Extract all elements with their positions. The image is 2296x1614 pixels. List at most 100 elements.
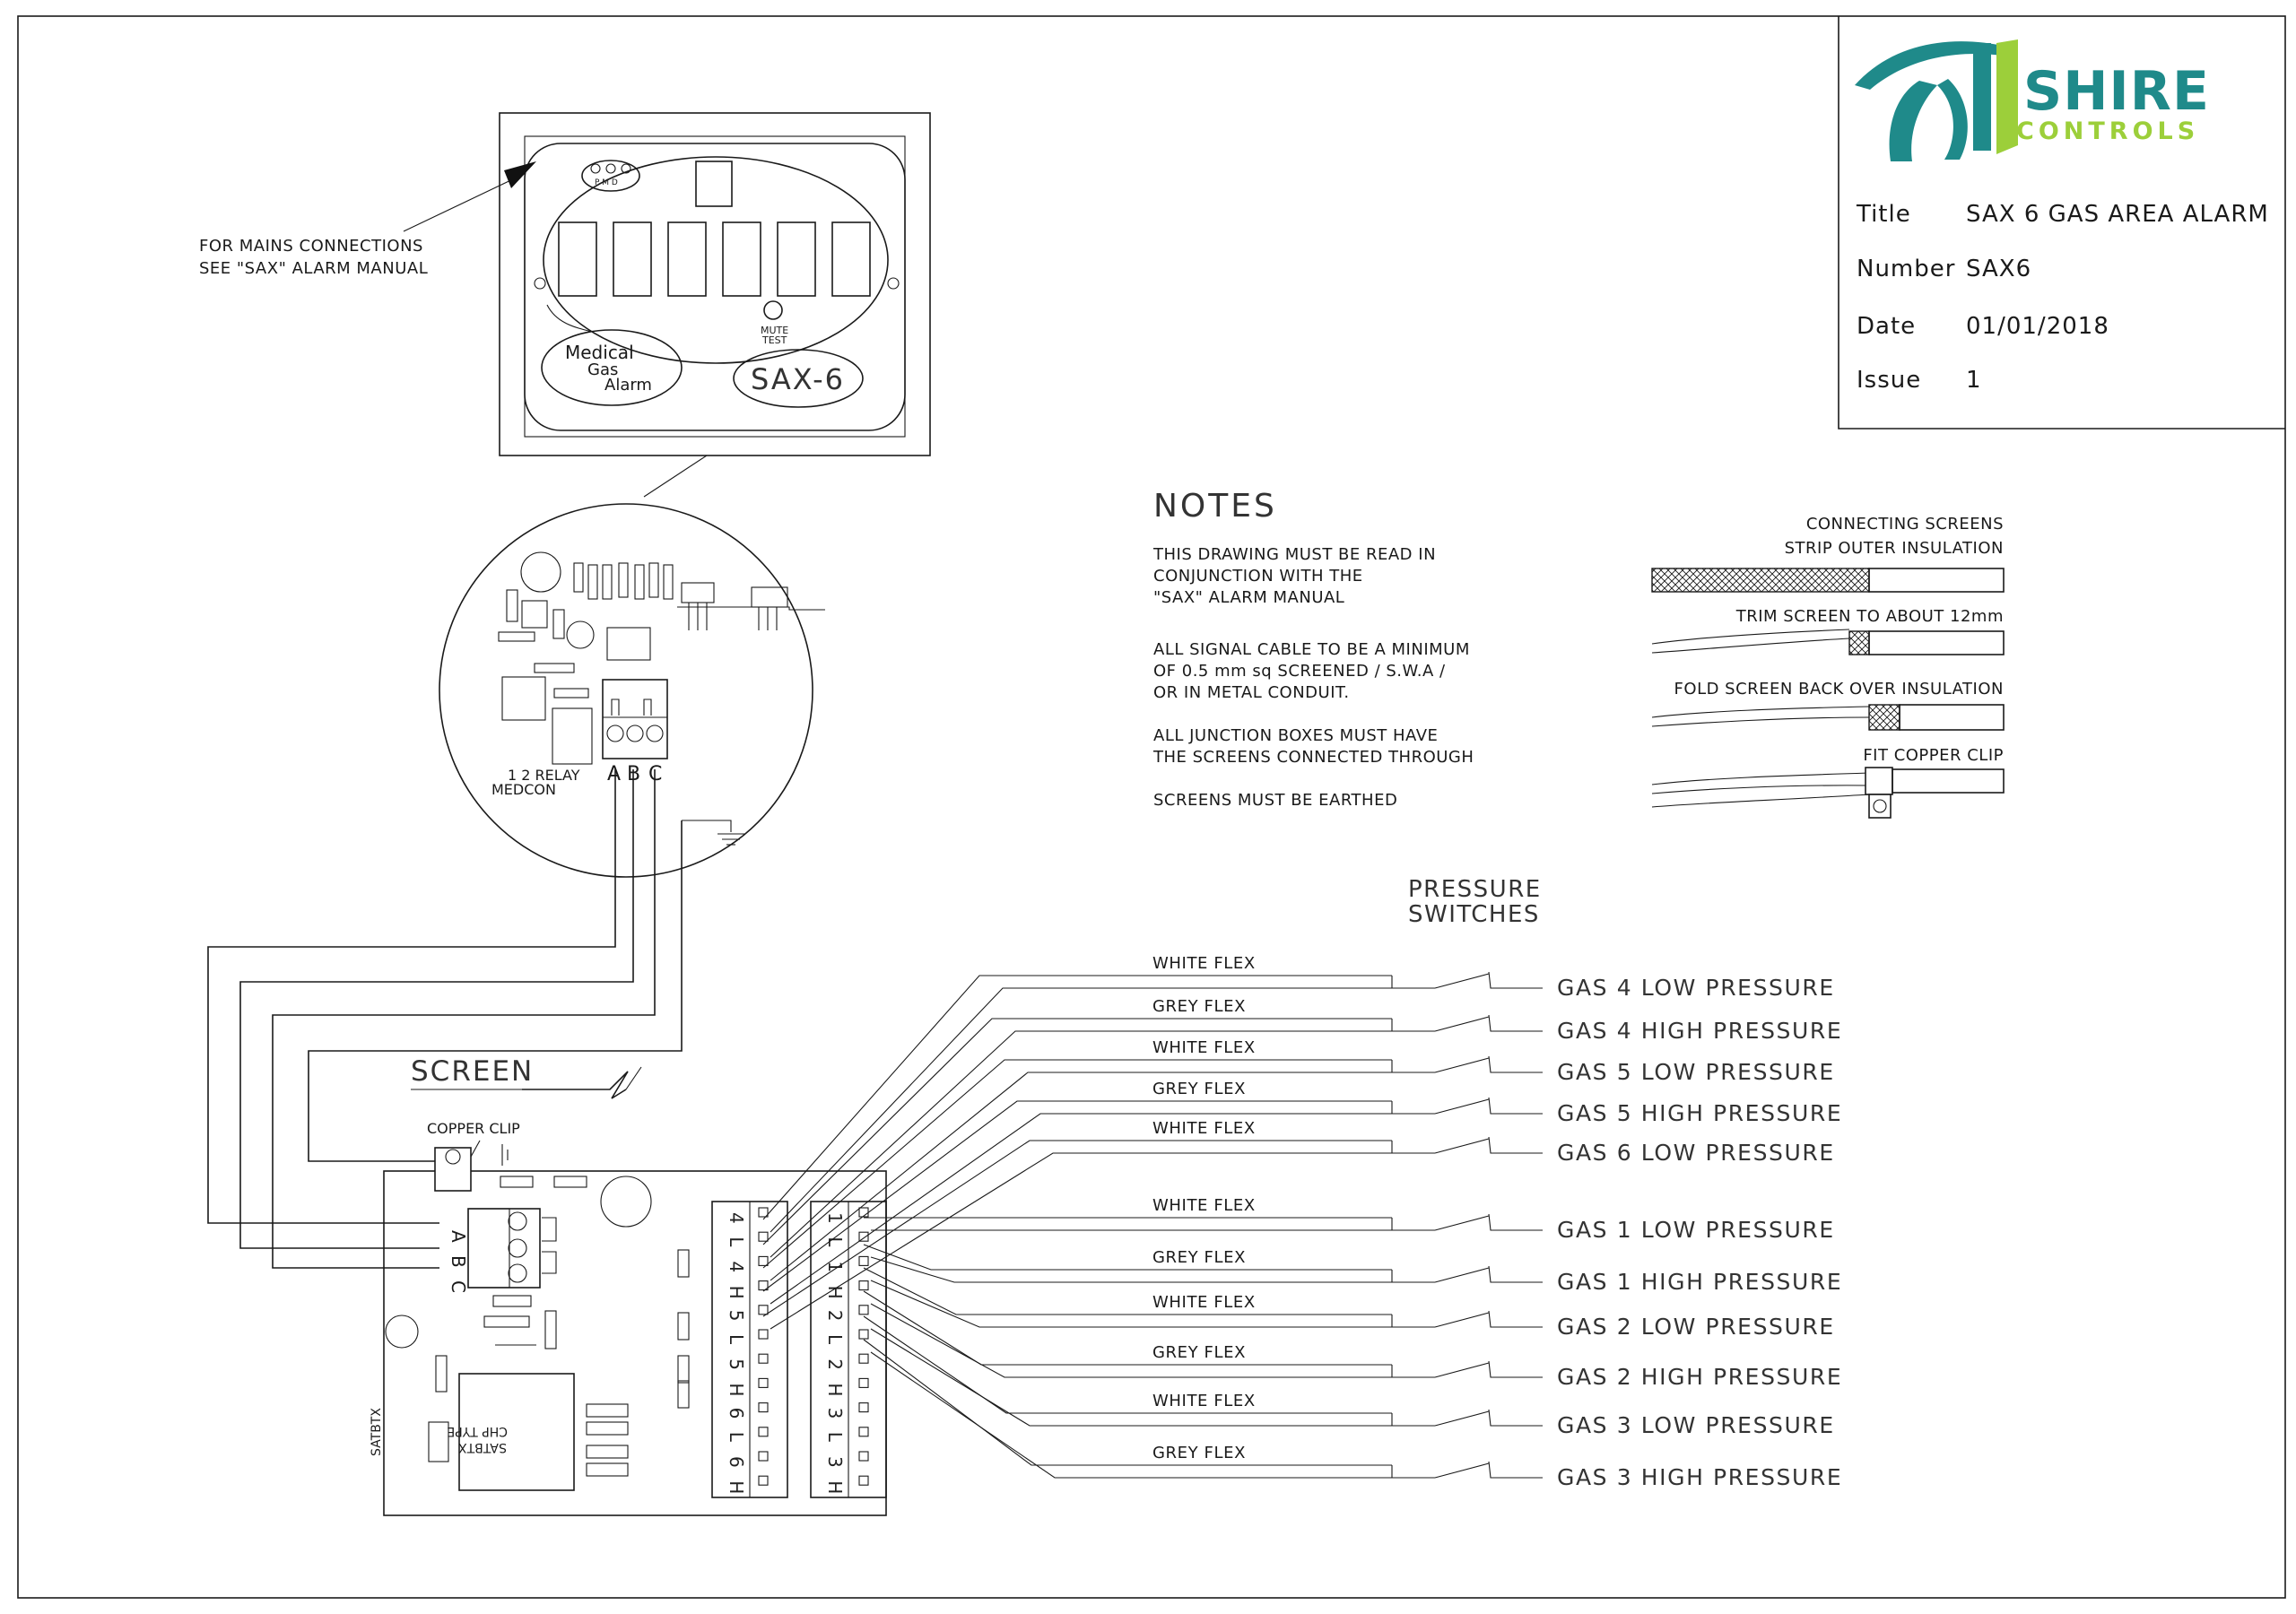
left-terminal-label: 5 — [726, 1310, 747, 1322]
main-board: COPPER CLIP A B C CHP TYPE SATBTX SATBTX — [370, 1120, 887, 1516]
terminal-screw — [858, 1451, 869, 1462]
right-terminal-label: H — [824, 1480, 846, 1494]
step-trim-label: TRIM SCREEN TO ABOUT 12mm — [1735, 607, 2004, 626]
chip-line-2: SATBTX — [458, 1440, 507, 1454]
switch-contact-icon — [1434, 1267, 1490, 1283]
flex-label: WHITE FLEX — [1152, 1293, 1256, 1312]
connection-row: WHITE FLEX GAS 1 LOW PRESSURE — [864, 1196, 1835, 1243]
title-label: Title — [1856, 201, 1911, 228]
terminal-screw — [858, 1353, 869, 1364]
gas-switch-label: GAS 4 HIGH PRESSURE — [1557, 1018, 1842, 1044]
left-terminal-label: L — [726, 1334, 747, 1345]
note-line-1: THIS DRAWING MUST BE READ IN — [1152, 545, 1436, 564]
switch-contact-icon — [1434, 1215, 1490, 1231]
switch-contact-icon — [1434, 1410, 1490, 1427]
right-terminal-label: 1 — [824, 1261, 846, 1272]
right-terminal-label: H — [824, 1286, 846, 1299]
badge-gas: Gas — [587, 360, 618, 379]
right-terminal-label: H — [824, 1383, 846, 1396]
alarm-window-3 — [667, 221, 707, 297]
sax6-model: SAX-6 — [751, 362, 845, 396]
terminal-screw — [758, 1329, 769, 1340]
right-terminal-label: 3 — [824, 1456, 846, 1468]
logo-word-shire: SHIRE — [2023, 60, 2210, 123]
detail-terminal-a: A — [607, 763, 621, 785]
flex-label: WHITE FLEX — [1152, 954, 1256, 973]
flex-label: GREY FLEX — [1152, 1444, 1246, 1462]
right-terminal-label: L — [824, 1334, 846, 1345]
alarm-window-4 — [722, 221, 761, 297]
notes-heading: NOTES — [1153, 488, 1277, 525]
flex-label: GREY FLEX — [1152, 997, 1246, 1016]
terminal-screw — [858, 1231, 869, 1242]
connection-row: GREY FLEX GAS 4 HIGH PRESSURE — [762, 997, 1842, 1258]
terminal-screw — [858, 1377, 869, 1388]
switch-contact-icon — [1434, 1312, 1490, 1328]
display-window — [695, 161, 733, 207]
terminal-screw — [858, 1305, 869, 1315]
switches-heading-1: PRESSURE — [1408, 876, 1542, 903]
terminal-screw — [858, 1402, 869, 1413]
test-label: TEST — [761, 334, 787, 346]
terminal-screw — [758, 1305, 769, 1315]
flex-label: GREY FLEX — [1152, 1343, 1246, 1362]
copper-clip-label: COPPER CLIP — [427, 1120, 520, 1137]
terminal-screw — [758, 1475, 769, 1486]
steps-heading-1: CONNECTING SCREENS — [1806, 515, 2004, 534]
shire-controls-logo: SHIRE CONTROLS — [1855, 39, 2210, 161]
notes-block: NOTES THIS DRAWING MUST BE READ IN CONJU… — [1152, 488, 1474, 810]
board-terminal-c: C — [448, 1280, 469, 1293]
arrow-icon — [504, 161, 536, 188]
left-terminal-label: 6 — [726, 1408, 747, 1419]
right-terminal-label: 3 — [824, 1408, 846, 1419]
date-value: 01/01/2018 — [1966, 313, 2109, 340]
left-terminal-label: 6 — [726, 1456, 747, 1468]
terminal-screw — [758, 1207, 769, 1218]
left-terminal-label: L — [726, 1432, 747, 1443]
switch-contact-icon — [1434, 1462, 1490, 1479]
cable-step-2 — [1868, 630, 2005, 655]
screw-right — [887, 277, 900, 290]
step-fold-label: FOLD SCREEN BACK OVER INSULATION — [1674, 680, 2004, 699]
flex-label: GREY FLEX — [1152, 1080, 1246, 1098]
connection-row: WHITE FLEX GAS 5 LOW PRESSURE — [762, 1038, 1835, 1281]
terminal-screw — [758, 1402, 769, 1413]
left-terminal-label: L — [726, 1237, 747, 1247]
issue-label: Issue — [1857, 367, 1921, 394]
alarm-window-5 — [777, 221, 816, 297]
gas-switch-label: GAS 4 LOW PRESSURE — [1557, 975, 1835, 1001]
cable-step-4 — [1892, 768, 2005, 794]
flex-label: WHITE FLEX — [1152, 1196, 1256, 1215]
number-value: SAX6 — [1966, 256, 2031, 282]
cable-step-1 — [1651, 568, 1870, 593]
gas-switch-label: GAS 1 LOW PRESSURE — [1557, 1217, 1835, 1243]
right-terminal-label: L — [824, 1237, 846, 1247]
title-block: SHIRE CONTROLS Title SAX 6 GAS AREA ALAR… — [1838, 16, 2285, 430]
gas-switch-label: GAS 5 LOW PRESSURE — [1557, 1059, 1835, 1085]
gas-switch-label: GAS 1 HIGH PRESSURE — [1557, 1269, 1842, 1295]
terminal-screw — [758, 1280, 769, 1291]
terminal-screw — [758, 1255, 769, 1266]
terminal-screw — [758, 1377, 769, 1388]
terminal-screw — [758, 1231, 769, 1242]
relay-label: 1 2 RELAY — [508, 767, 580, 784]
connection-row: WHITE FLEX GAS 4 LOW PRESSURE — [762, 954, 1835, 1233]
gas-switch-label: GAS 3 HIGH PRESSURE — [1557, 1464, 1842, 1490]
note-line-6: OR IN METAL CONDUIT. — [1153, 683, 1350, 702]
flex-label: WHITE FLEX — [1152, 1392, 1256, 1410]
screen-label: SCREEN — [411, 1055, 534, 1088]
steps-heading-2: STRIP OUTER INSULATION — [1785, 539, 2004, 558]
note-line-3: "SAX" ALARM MANUAL — [1153, 588, 1344, 607]
led-cluster — [581, 160, 640, 192]
switch-contact-icon — [1434, 1016, 1490, 1032]
terminal-block-detail — [602, 679, 668, 759]
medcon-label: MEDCON — [491, 781, 556, 798]
switch-contact-icon — [1434, 1138, 1490, 1154]
switch-contact-icon — [1434, 1057, 1490, 1073]
